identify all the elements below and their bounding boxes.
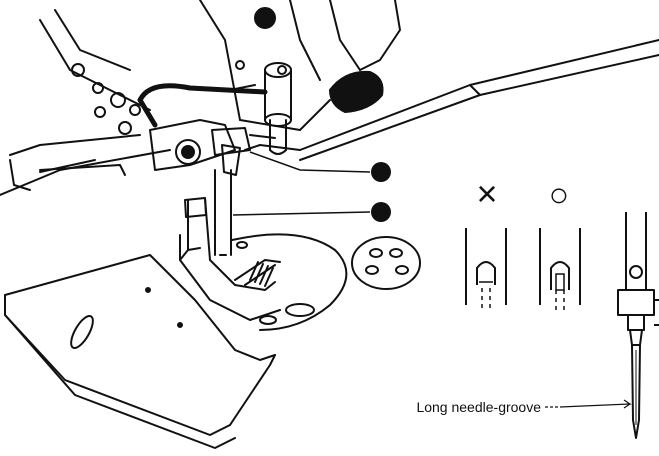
- callout-1-leader: [232, 211, 371, 216]
- machine-head: [39, 0, 401, 131]
- throat-area-circle: [231, 233, 348, 331]
- needle-detail: [617, 212, 659, 439]
- needle-groove-caption: Long needle-groove: [416, 399, 541, 415]
- round-plate-part: [351, 236, 421, 290]
- needle-groove-arrow: [559, 399, 632, 409]
- arm-screws: [71, 63, 141, 135]
- black-knob: [329, 70, 384, 113]
- callout-1: 1: [371, 202, 391, 222]
- needle-bar: [214, 169, 232, 256]
- callout-2-leader: [249, 151, 371, 173]
- comparison-wrong: ×: [465, 173, 507, 310]
- callout-2: 2: [371, 162, 391, 182]
- needle-plate: [4, 254, 276, 449]
- comparison-right: ○: [539, 176, 581, 310]
- presser-foot: [179, 197, 281, 321]
- callout-leaders: [232, 151, 371, 216]
- presser-bar-lifter: [137, 83, 268, 128]
- machine-bed: [0, 39, 659, 196]
- thread-guide-post: [264, 62, 292, 155]
- needle-bar-clamp: [149, 119, 301, 176]
- right-symbol: ○: [549, 176, 570, 214]
- wrong-symbol: ×: [476, 173, 497, 214]
- callout-1-marker: 1: [377, 204, 385, 220]
- callout-2-marker: 2: [377, 164, 385, 180]
